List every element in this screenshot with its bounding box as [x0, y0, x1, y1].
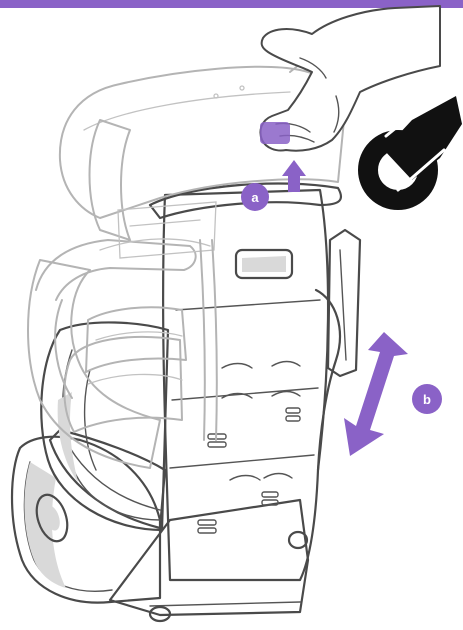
- seat-base: [12, 430, 308, 621]
- label-a-text: a: [251, 190, 259, 205]
- release-button: [260, 122, 290, 144]
- label-a: a: [241, 183, 269, 211]
- label-b: b: [412, 384, 442, 414]
- arrow-up-icon: [282, 160, 306, 192]
- label-b-text: b: [423, 392, 431, 407]
- double-arrow-icon: [344, 332, 408, 456]
- top-accent-bar: [0, 0, 463, 8]
- prohibition-icon: [368, 96, 462, 200]
